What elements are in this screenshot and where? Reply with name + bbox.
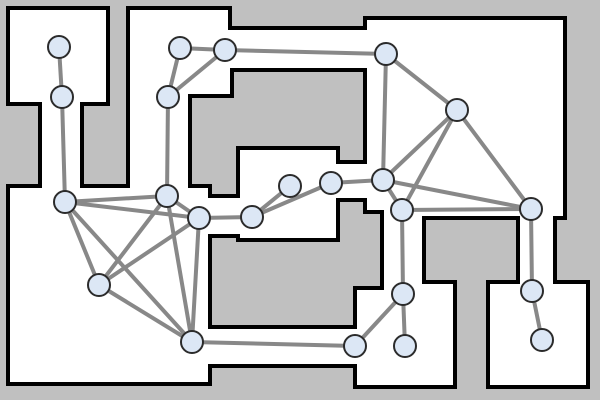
graph-node xyxy=(374,42,398,66)
graph-edge xyxy=(529,207,534,293)
graph-edge xyxy=(190,340,357,348)
graph-node xyxy=(180,330,204,354)
graph-node xyxy=(156,85,180,109)
graph-edge xyxy=(63,200,101,287)
graph-edge xyxy=(165,194,194,344)
graph-node xyxy=(87,273,111,297)
graph-node xyxy=(213,38,237,62)
graph-node xyxy=(155,184,179,208)
graph-node xyxy=(390,198,414,222)
graph-edge xyxy=(166,48,227,99)
graph-edge xyxy=(400,208,405,296)
graph-edge xyxy=(384,52,459,112)
graph-node xyxy=(278,174,302,198)
graph-edge xyxy=(60,95,67,204)
graph-node xyxy=(53,190,77,214)
graph-node xyxy=(519,197,543,221)
graph-node xyxy=(391,282,415,306)
graph-edge xyxy=(63,194,169,204)
graph-edge xyxy=(223,48,388,56)
graph-node xyxy=(343,334,367,358)
graph-node xyxy=(50,85,74,109)
graph-node xyxy=(530,328,554,352)
node-layer xyxy=(47,35,554,358)
graph-edge xyxy=(400,108,459,212)
graph-edge xyxy=(97,283,194,344)
graph-edge xyxy=(455,108,533,211)
graph-node xyxy=(319,171,343,195)
obstacle-region xyxy=(188,68,367,198)
graph-edge xyxy=(381,52,388,182)
graph-edge xyxy=(97,194,169,287)
graph-node xyxy=(393,334,417,358)
graph-edge xyxy=(97,216,201,287)
graph-edge xyxy=(381,108,459,182)
graph-edge xyxy=(63,200,194,344)
graph-edge xyxy=(63,200,201,220)
graph-node xyxy=(520,279,544,303)
graph-node xyxy=(47,35,71,59)
edge-layer xyxy=(57,45,544,348)
graph-edge xyxy=(381,178,533,211)
obstacle-region xyxy=(208,198,384,329)
graph-edge xyxy=(400,207,533,212)
graph-edge xyxy=(250,181,333,219)
graph-node xyxy=(187,206,211,230)
graph-node xyxy=(445,98,469,122)
graph-edge xyxy=(190,216,201,344)
graph-node xyxy=(240,205,264,229)
graph-node xyxy=(168,36,192,60)
graph-edge xyxy=(165,95,170,198)
graph-node xyxy=(371,168,395,192)
